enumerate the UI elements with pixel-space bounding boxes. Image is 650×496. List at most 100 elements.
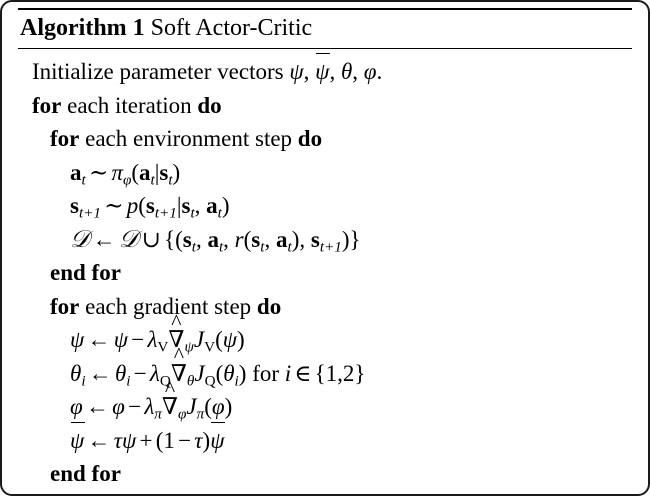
line-sample-next-state: st+1∼p(st+1|st, at) (18, 189, 632, 223)
comma: , (299, 226, 306, 252)
operator-assign-arrow: ← (87, 427, 111, 453)
paren-close: ) (291, 226, 300, 252)
symbol-nabla: ∇ (161, 394, 178, 419)
comma: , (264, 226, 271, 252)
initialize-text: Initialize parameter vectors (32, 59, 284, 84)
subscript-theta-i: θ (187, 372, 194, 389)
line-initialize: Initialize parameter vectors ψ, ψ, θ, φ. (18, 53, 632, 89)
comma: , (337, 360, 343, 386)
operator-element-of: ∈ (294, 360, 312, 386)
line-update-critic-theta: θi←θi−λQ^∇θJQ(θi) for i∈{1,2} (18, 344, 632, 391)
keyword-for: for (50, 293, 80, 319)
symbol-state: s (159, 159, 169, 185)
paren-close: ) (237, 327, 245, 352)
line-end-for-gradient: end for (18, 457, 632, 491)
symbol-objective-J: J (194, 360, 205, 386)
symbol-psi: ψ (222, 327, 238, 352)
paren-close: ) (224, 394, 233, 419)
symbol-psi: ψ (70, 327, 85, 352)
subscript-pi: π (154, 405, 162, 423)
symbol-lambda: λ (149, 360, 160, 386)
line-sample-action: at∼πφ(at|st) (18, 156, 632, 190)
symbol-theta: θ (223, 360, 235, 386)
keyword-for: for (50, 126, 80, 151)
line-update-replay-buffer: 𝒟←𝒟∪{(st, at, r(st, at), st+1)} (18, 223, 632, 257)
conditional-bar: | (176, 193, 182, 218)
symbol-state: s (181, 193, 191, 218)
keyword-do: do (197, 92, 222, 118)
paren-close: ) (341, 226, 350, 252)
symbol-objective-J: J (193, 327, 205, 352)
subscript-phi: φ (122, 170, 132, 188)
symbol-action: a (206, 193, 218, 218)
subscript-t: t (150, 170, 155, 188)
symbol-objective-J: J (186, 394, 197, 419)
symbol-nabla: ∇ (170, 360, 187, 386)
keyword-for: for (32, 92, 62, 118)
subscript-t: t (191, 237, 196, 255)
keyword-end-for: end for (32, 495, 103, 496)
operator-distributed-as: ∼ (104, 193, 124, 218)
symbol-replay-buffer: 𝒟 (118, 225, 139, 253)
paren-open: ( (131, 159, 140, 185)
keyword-do: do (256, 293, 282, 319)
symbol-psi-bar: ψ (70, 421, 86, 458)
subscript-t: t (287, 237, 292, 255)
paren-open: ( (175, 226, 183, 252)
brace-open: { (164, 226, 176, 252)
operator-minus: − (128, 394, 142, 419)
symbol-state: s (251, 226, 261, 252)
symbol-psi: ψ (289, 59, 304, 84)
symbol-phi: φ (70, 394, 83, 419)
comma-3: , (352, 59, 358, 84)
algorithm-steps: Initialize parameter vectors ψ, ψ, θ, φ.… (18, 49, 632, 496)
subscript-Q: Q (204, 371, 216, 389)
subscript-t: t (81, 170, 86, 188)
paren-open: ( (215, 360, 224, 386)
line-update-value-psi: ψ←ψ−λV^∇ψJV(ψ) (18, 311, 632, 357)
symbol-nabla-hat: ^∇ (170, 344, 187, 391)
subscript-i: i (81, 371, 86, 389)
operator-plus: + (139, 427, 153, 453)
symbol-nabla-hat: ^∇ (168, 311, 185, 357)
subscript-V: V (204, 338, 216, 356)
paren-open: ( (215, 327, 223, 352)
symbol-state: s (70, 193, 79, 218)
line-end-for-iteration: end for (18, 491, 632, 496)
line-for-gradient-step: for each gradient step do (18, 290, 632, 324)
paren-open: ( (155, 427, 164, 453)
word-for-inline: for (252, 360, 280, 386)
symbol-nabla: ∇ (168, 327, 185, 352)
symbol-replay-buffer: 𝒟 (70, 225, 90, 253)
subscript-pi: π (196, 405, 205, 423)
subscript-theta: θ (186, 371, 195, 389)
symbol-transition-density: p (126, 193, 139, 218)
symbol-theta: θ (114, 360, 127, 386)
symbol-phi: φ (363, 59, 377, 84)
symbol-action: a (70, 159, 82, 185)
conditional-bar: | (154, 159, 160, 185)
symbol-reward: r (234, 226, 244, 252)
symbol-tau: τ (113, 427, 122, 453)
symbol-theta: θ (70, 360, 82, 386)
symbol-action: a (139, 159, 151, 185)
hat-accent: ^ (171, 309, 182, 334)
paren-open: ( (243, 226, 252, 252)
symbol-psi-bar: ψ (315, 53, 331, 89)
rule-top (18, 8, 632, 10)
symbol-theta: θ (340, 59, 353, 84)
comma-2: , (329, 59, 336, 84)
loop-subject-iteration: each iteration (67, 92, 192, 118)
brace-close: } (354, 360, 366, 386)
subscript-t: t (168, 170, 173, 188)
paren-close: ) (238, 360, 247, 386)
comma: , (195, 226, 202, 252)
operator-union: ∪ (141, 226, 161, 252)
operator-minus: − (131, 327, 145, 352)
operator-minus: − (178, 427, 192, 453)
hat-accent: ^ (173, 343, 185, 368)
keyword-do: do (297, 126, 323, 151)
period: . (376, 59, 383, 84)
paren-close: ) (202, 427, 211, 453)
